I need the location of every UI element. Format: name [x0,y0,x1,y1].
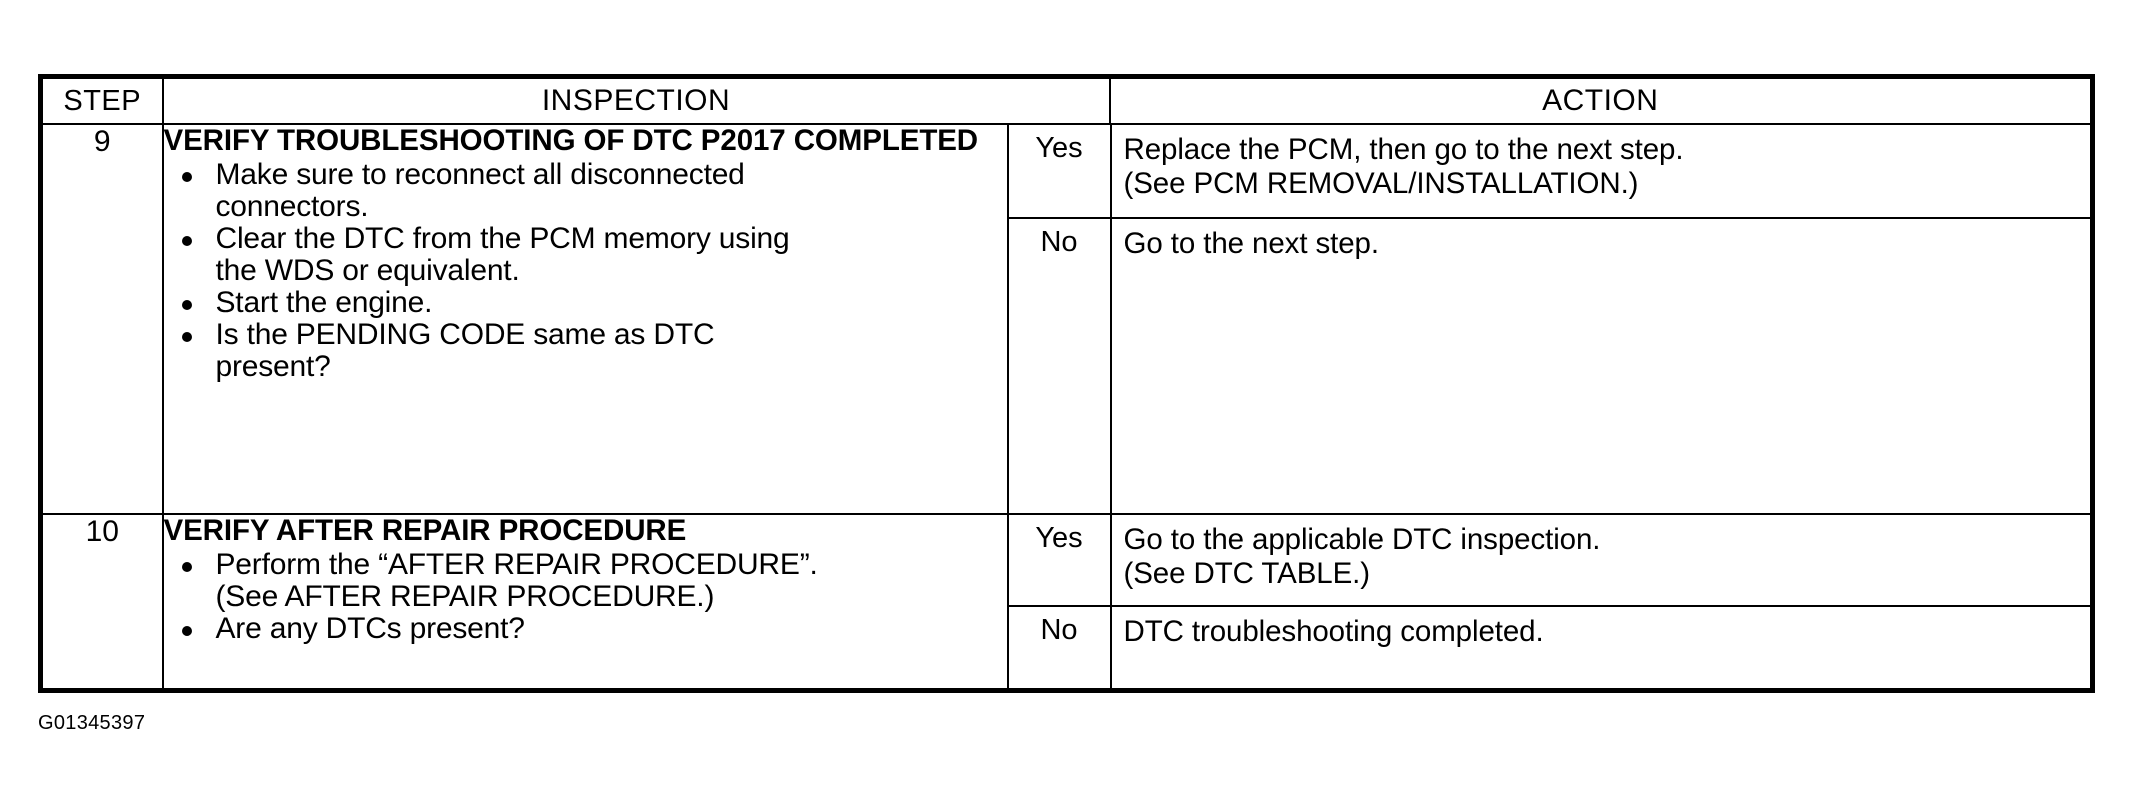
bullet-icon [181,300,192,311]
answer-cell-yes: Yes [1008,515,1112,607]
list-item: Start the engine. [164,288,1007,318]
inspection-title: VERIFY TROUBLESHOOTING OF DTC P2017 COMP… [163,124,979,157]
inspection-cell: VERIFY AFTER REPAIR PROCEDURE Perform th… [161,513,1009,693]
bullet-icon [181,626,192,637]
answer-cell-no: No [1008,218,1112,513]
dtc-troubleshooting-table: STEP INSPECTION ACTION 9 VERIFY TROUBLES… [38,74,2096,693]
list-item: Perform the “AFTER REPAIR PROCEDURE”. (S… [164,550,1007,612]
column-header-action: ACTION [1108,74,2096,125]
result-split-table: Yes Go to the applicable DTC inspection.… [1008,515,2091,688]
step-number-cell: 9 [38,123,164,515]
table-header-row: STEP INSPECTION ACTION [38,74,2096,125]
action-cell: Go to the applicable DTC inspection. (Se… [1110,515,2091,607]
list-item: Is the PENDING CODE same as DTC present? [164,320,1007,382]
table-row: 9 VERIFY TROUBLESHOOTING OF DTC P2017 CO… [38,123,2096,515]
inspection-cell: VERIFY TROUBLESHOOTING OF DTC P2017 COMP… [161,123,1009,515]
table-row: 10 VERIFY AFTER REPAIR PROCEDURE Perform… [38,513,2096,693]
answer-cell-no: No [1008,606,1112,688]
bullet-icon [181,172,192,183]
inspection-bullet-list: Make sure to reconnect all disconnected … [164,160,1007,382]
list-item: Make sure to reconnect all disconnected … [164,160,1007,222]
bullet-icon [181,332,192,343]
bullet-icon [181,562,192,573]
action-cell: DTC troubleshooting completed. [1110,606,2091,688]
action-cell: Go to the next step. [1110,218,2091,513]
action-cell: Replace the PCM, then go to the next ste… [1110,125,2091,219]
inspection-bullet-list: Perform the “AFTER REPAIR PROCEDURE”. (S… [164,550,1007,644]
answer-cell-yes: Yes [1008,125,1112,219]
result-split-table: Yes Replace the PCM, then go to the next… [1008,125,2091,513]
step-number-cell: 10 [38,513,164,693]
list-item: Clear the DTC from the PCM memory using … [164,224,1007,286]
results-cell: Yes Go to the applicable DTC inspection.… [1006,513,2096,693]
result-row: Yes Replace the PCM, then go to the next… [1008,125,2091,219]
result-row: No Go to the next step. [1008,218,2091,513]
results-cell: Yes Replace the PCM, then go to the next… [1006,123,2096,515]
bullet-icon [181,236,192,247]
result-row: Yes Go to the applicable DTC inspection.… [1008,515,2091,607]
figure-id-caption: G01345397 [38,712,146,734]
column-header-inspection: INSPECTION [161,74,1111,125]
list-item: Are any DTCs present? [164,614,1007,644]
inspection-title: VERIFY AFTER REPAIR PROCEDURE [163,514,687,547]
column-header-step: STEP [38,74,164,125]
result-row: No DTC troubleshooting completed. [1008,606,2091,688]
